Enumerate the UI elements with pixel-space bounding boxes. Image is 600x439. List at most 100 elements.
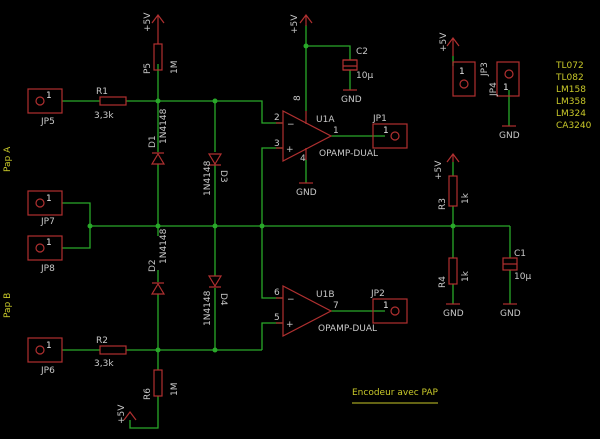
pin-label: 1 — [503, 83, 509, 93]
opamp-ref: U1A — [316, 115, 335, 125]
connector-name: JP2 — [370, 289, 385, 299]
gnd-symbol-c2[interactable]: GND — [341, 89, 362, 105]
opamp-u1b[interactable]: − + 6 5 7 U1B OPAMP-DUAL — [274, 285, 377, 337]
pin-label: 1 — [383, 301, 389, 311]
vcc-symbol-u1[interactable]: +5V — [290, 14, 313, 34]
resistor-value: 3,3k — [94, 359, 114, 369]
capacitor-c1[interactable]: C1 10µ — [502, 249, 531, 282]
capacitor-value: 10µ — [514, 272, 531, 282]
pin-number: 7 — [333, 301, 339, 311]
connector-name: JP5 — [40, 117, 55, 127]
diode-value: 1N4148 — [159, 108, 169, 144]
vcc-label: +5V — [143, 12, 153, 32]
connector-jp1[interactable]: 1 JP1 — [372, 114, 408, 149]
resistor-p5[interactable]: P5 1M — [143, 43, 180, 75]
resistor-ref: R1 — [96, 87, 108, 97]
resistor-r2[interactable]: R2 3,3k — [94, 336, 127, 369]
wires — [62, 25, 511, 429]
connector-name: JP3 — [480, 62, 490, 77]
pin-number: 6 — [274, 288, 280, 298]
capacitor-ref: C1 — [514, 249, 526, 259]
pin-label: 1 — [46, 341, 52, 351]
resistor-r1[interactable]: R1 3,3k — [94, 87, 127, 121]
vcc-label: +5V — [439, 32, 449, 52]
resistor-value: 3,3k — [94, 111, 114, 121]
vcc-symbol-p5[interactable]: +5V — [143, 12, 165, 44]
diode-ref: D2 — [148, 259, 158, 272]
resistor-value: 1M — [170, 61, 180, 75]
connector-jp3[interactable]: 1 JP3 — [452, 61, 490, 97]
vcc-symbol-r6[interactable]: +5V — [117, 404, 137, 424]
section-label-pap-b: Pap B — [3, 293, 13, 318]
section-label-pap-a: Pap A — [3, 146, 13, 172]
connector-jp4[interactable]: 1 JP4 — [489, 61, 520, 97]
connector-name: JP6 — [40, 366, 55, 376]
gnd-label: GND — [499, 131, 520, 141]
diode-d3[interactable]: D3 1N4148 — [203, 153, 228, 196]
resistor-ref: R4 — [438, 276, 448, 288]
pin-number: 2 — [274, 113, 280, 123]
diode-value: 1N4148 — [203, 290, 213, 326]
opamp-value: OPAMP-DUAL — [318, 324, 377, 334]
gnd-label: GND — [500, 309, 521, 319]
schematic-title: Encodeur avec PAP — [352, 388, 439, 398]
junctions — [87, 43, 456, 353]
diode-value: 1N4148 — [203, 160, 213, 196]
vcc-symbol-jp3[interactable]: +5V — [439, 32, 460, 56]
connector-jp2[interactable]: 1 JP2 — [370, 289, 408, 324]
diode-d4[interactable]: D4 1N4148 — [203, 275, 228, 326]
pin-label: 1 — [46, 91, 52, 101]
gnd-label: GND — [341, 95, 362, 105]
connector-jp8[interactable]: 1 JP8 — [27, 235, 63, 274]
capacitor-c2[interactable]: C2 10µ — [342, 47, 373, 81]
diode-d1[interactable]: D1 1N4148 — [148, 108, 169, 165]
gnd-symbol-r4[interactable]: GND — [443, 303, 464, 319]
resistor-r3[interactable]: R3 1k — [438, 175, 471, 210]
vcc-symbol-r3[interactable]: +5V — [434, 153, 460, 180]
gnd-label: GND — [443, 309, 464, 319]
opamp-list-item: CA3240 — [556, 121, 592, 131]
resistor-ref: R3 — [438, 198, 448, 210]
connector-jp7[interactable]: 1 JP7 — [27, 190, 63, 227]
diode-d2[interactable]: D2 1N4148 — [148, 228, 169, 295]
resistor-r6[interactable]: R6 1M — [143, 369, 180, 400]
pin-label: 1 — [46, 238, 52, 248]
opamp-u1a[interactable]: − + 2 3 8 4 1 U1A OPAMP-DUAL — [274, 95, 378, 164]
gnd-symbol-c1[interactable]: GND — [500, 303, 521, 319]
opamp-ref: U1B — [316, 290, 335, 300]
pin-number: 8 — [293, 95, 303, 101]
gnd-label: GND — [296, 188, 317, 198]
resistor-value: 1k — [461, 192, 471, 204]
capacitor-ref: C2 — [356, 47, 368, 57]
opamp-list-item: TL082 — [555, 73, 584, 83]
pin-label: 1 — [46, 194, 52, 204]
svg-text:−: − — [287, 120, 295, 130]
diode-ref: D1 — [148, 135, 158, 148]
svg-text:−: − — [287, 295, 295, 305]
pin-number: 4 — [300, 154, 306, 164]
vcc-label: +5V — [290, 14, 300, 34]
svg-text:+: + — [286, 145, 294, 155]
connector-jp6[interactable]: 1 JP6 — [27, 337, 63, 376]
vcc-label: +5V — [434, 160, 444, 180]
resistor-ref: P5 — [143, 63, 153, 74]
opamp-list-item: TL072 — [555, 61, 584, 71]
opamp-list-item: LM158 — [556, 85, 586, 95]
gnd-symbol-u1[interactable]: GND — [296, 182, 317, 198]
opamp-list-item: LM324 — [556, 109, 586, 119]
resistor-ref: R2 — [96, 336, 108, 346]
pin-label: 1 — [383, 126, 389, 136]
opamp-compatibility-list: TL072 TL082 LM158 LM358 LM324 CA3240 — [555, 61, 592, 131]
connector-name: JP1 — [372, 114, 387, 124]
resistor-r4[interactable]: R4 1k — [438, 257, 471, 288]
connector-jp5[interactable]: 1 JP5 — [27, 88, 63, 127]
diode-ref: D4 — [218, 293, 228, 306]
connector-name: JP7 — [40, 217, 55, 227]
vcc-label: +5V — [117, 404, 127, 424]
gnd-symbol-jp4[interactable]: GND — [499, 125, 520, 141]
connector-name: JP4 — [489, 82, 499, 97]
pin-label: 1 — [459, 67, 465, 77]
capacitor-value: 10µ — [356, 71, 373, 81]
pin-number: 5 — [274, 313, 280, 323]
